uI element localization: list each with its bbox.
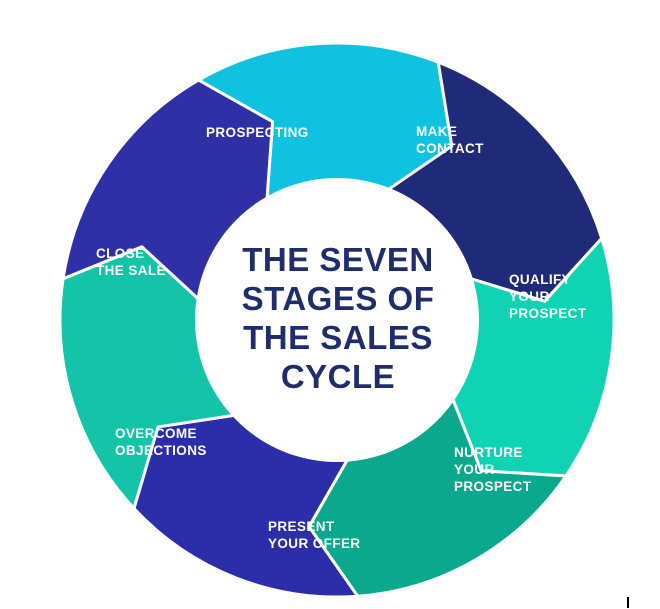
stage-label-close-sale: CLOSE THE SALE bbox=[96, 246, 166, 278]
stage-label-prospecting: PROSPECTING bbox=[206, 125, 309, 140]
stage-label-nurture-prospect: NURTURE YOUR PROSPECT bbox=[454, 445, 532, 494]
diagram-title: THE SEVEN STAGES OF THE SALES CYCLE bbox=[241, 241, 435, 395]
edge-mark bbox=[627, 597, 629, 608]
stage-label-present-offer: PRESENT YOUR OFFER bbox=[268, 519, 361, 551]
stage-label-overcome-objections: OVERCOME OBJECTIONS bbox=[115, 426, 207, 458]
stage-label-qualify-prospect: QUALIFY YOUR PROSPECT bbox=[509, 272, 587, 321]
center-disc bbox=[195, 178, 479, 462]
stage-label-make-contact: MAKE CONTACT bbox=[416, 124, 484, 156]
stage-segments bbox=[58, 41, 616, 599]
